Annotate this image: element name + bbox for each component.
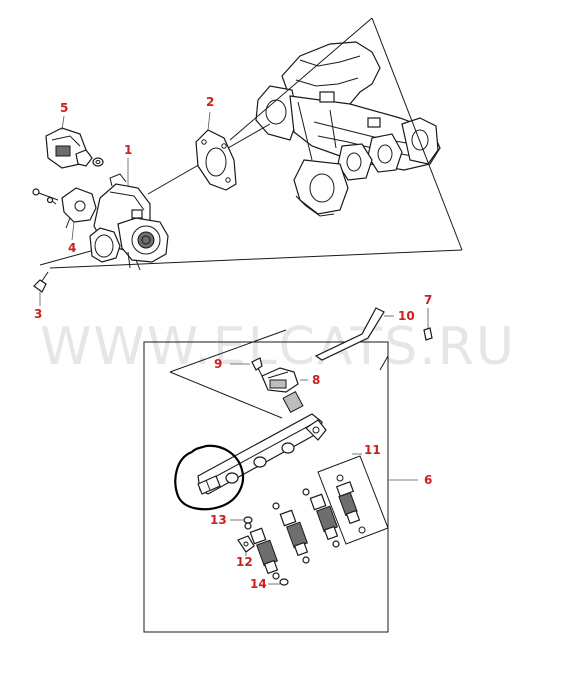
- upper-o-ring: [243, 516, 253, 524]
- fuel-injectors: [244, 455, 389, 580]
- throttle-position-sensor: [32, 187, 97, 229]
- label-3: 3: [34, 307, 42, 321]
- fuel-rail-inlet: [197, 475, 221, 495]
- label-6: 6: [424, 473, 432, 487]
- fuel-pressure-regulator: [261, 367, 299, 393]
- label-2: 2: [206, 95, 214, 109]
- fuel-rail-assembly-frame: [143, 329, 389, 633]
- watermark-text: WWW.ELCATS.RU: [40, 317, 516, 377]
- label-13: 13: [210, 513, 227, 527]
- label-12: 12: [236, 555, 253, 569]
- intake-manifold: [255, 41, 441, 217]
- lower-o-ring: [279, 578, 289, 586]
- vacuum-hose: [314, 307, 385, 361]
- label-1: 1: [124, 143, 132, 157]
- clip: [423, 327, 433, 341]
- fuel-rail: [197, 390, 327, 495]
- label-11: 11: [364, 443, 381, 457]
- regulator-screw: [251, 357, 263, 377]
- label-14: 14: [250, 577, 267, 591]
- idle-air-control-valve: [45, 127, 104, 169]
- label-5: 5: [60, 101, 68, 115]
- throttle-body: [89, 173, 169, 271]
- label-8: 8: [312, 373, 320, 387]
- label-7: 7: [424, 293, 432, 307]
- highlight-circle: [174, 444, 245, 511]
- label-10: 10: [398, 309, 415, 323]
- label-4: 4: [68, 241, 76, 255]
- mounting-bolt: [33, 271, 49, 293]
- injector-clip: [237, 535, 255, 553]
- throttle-gasket: [195, 129, 237, 191]
- label-9: 9: [214, 357, 222, 371]
